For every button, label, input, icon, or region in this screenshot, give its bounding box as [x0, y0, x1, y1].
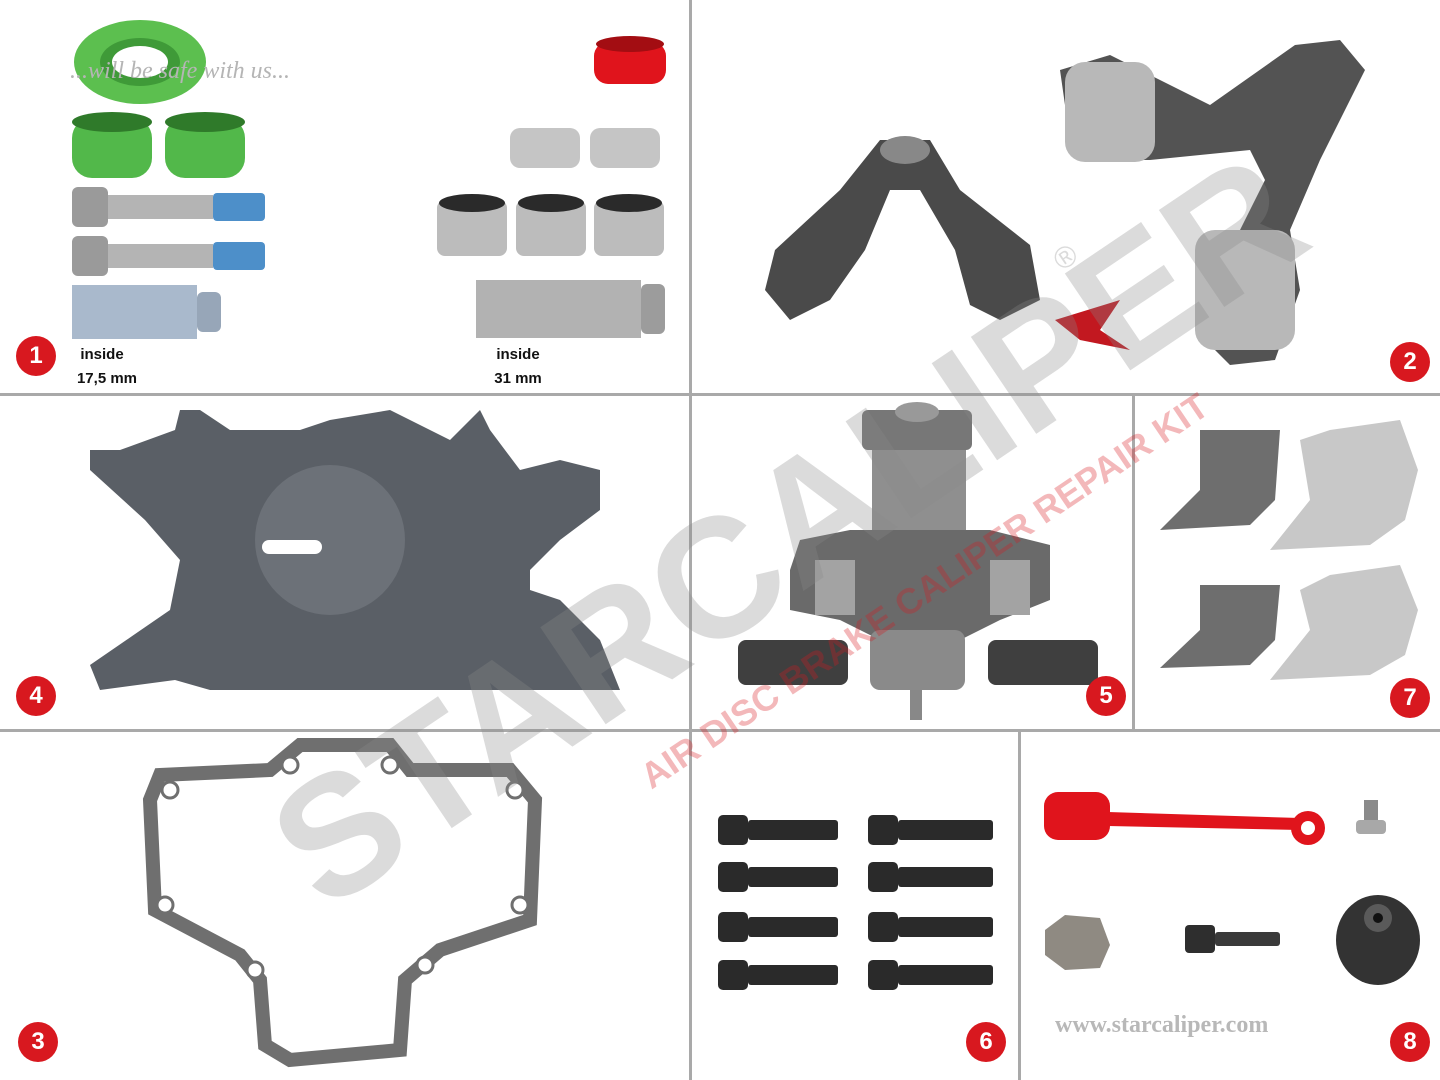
inside-value-2: 31 mm [494, 370, 542, 387]
panel-6-parts-illustration [718, 815, 993, 990]
website-url: www.starcaliper.com [1055, 1012, 1269, 1038]
panel-number-5: 5 [1086, 676, 1126, 716]
panel-number-3: 3 [18, 1022, 58, 1062]
panel-number-4: 4 [16, 676, 56, 716]
panel-4-parts-illustration [90, 410, 620, 690]
inside-value-1: 17,5 mm [76, 370, 138, 387]
divider-v-bot-1 [689, 729, 692, 1080]
divider-h-2 [0, 729, 1440, 732]
divider-v-mid-1 [689, 393, 692, 731]
panel-number-2: 2 [1390, 342, 1430, 382]
panel-7-parts-illustration [1160, 420, 1418, 680]
panel-2-parts-illustration [765, 40, 1365, 365]
panel-number-1: 1 [16, 336, 56, 376]
panel-number-8: 8 [1390, 1022, 1430, 1062]
divider-h-1 [0, 393, 1440, 396]
panel-1-parts-illustration [72, 20, 666, 339]
inside-label-1: inside [80, 346, 124, 363]
slogan-text: ...will be safe with us... [70, 58, 291, 84]
panel-number-7: 7 [1390, 678, 1430, 718]
divider-v-bot-2 [1018, 729, 1021, 1080]
divider-v-top [689, 0, 692, 393]
divider-v-mid-2 [1132, 393, 1135, 731]
panel-3-parts-illustration [142, 738, 543, 1068]
panel-5-parts-illustration [738, 402, 1098, 720]
inside-label-2: inside [496, 346, 540, 363]
panel-number-6: 6 [966, 1022, 1006, 1062]
